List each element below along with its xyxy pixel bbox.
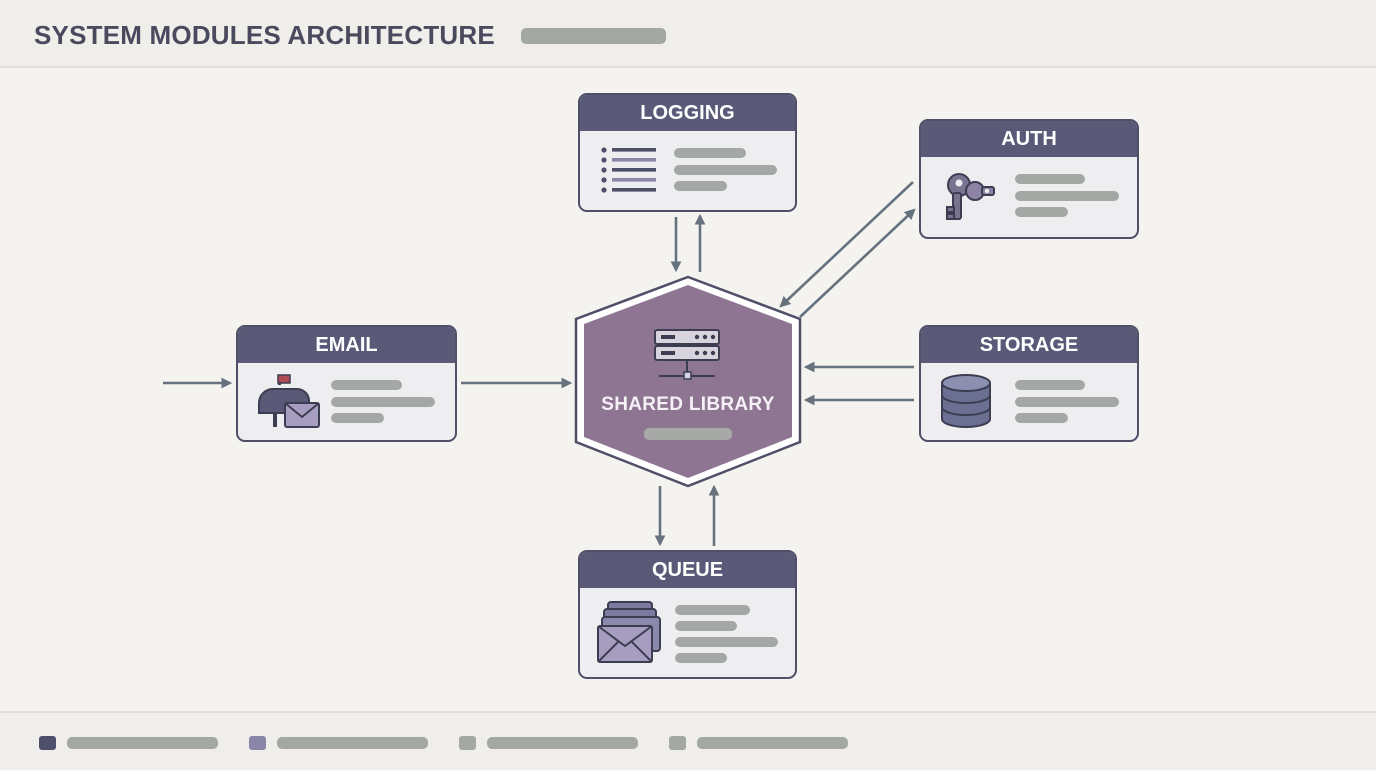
database-icon [939,373,993,436]
placeholder-line [675,621,737,631]
module-queue-title: QUEUE [580,552,795,588]
mailbox-icon [255,373,323,436]
placeholder-line [1015,191,1119,201]
module-storage[interactable]: STORAGE [919,325,1139,442]
legend-swatch [669,736,686,750]
module-auth[interactable]: AUTH [919,119,1139,239]
placeholder-line [331,413,384,423]
arrow-auth-to-hub [779,181,914,308]
placeholder-line [331,380,402,390]
module-email[interactable]: EMAIL [236,325,457,442]
legend-swatch [39,736,56,750]
placeholder-line [1015,207,1068,217]
hub-label: SHARED LIBRARY [601,394,775,415]
legend-swatch [459,736,476,750]
legend-label-placeholder [487,737,638,749]
legend-label-placeholder [277,737,428,749]
arrow-hub-to-auth [799,208,916,318]
legend-label-placeholder [67,737,218,749]
placeholder-line [1015,413,1068,423]
shared-library-hub[interactable]: SHARED LIBRARY [573,274,803,490]
title-placeholder-bar [521,28,666,44]
module-queue[interactable]: QUEUE [578,550,797,679]
placeholder-line [675,653,727,663]
placeholder-line [674,148,746,158]
module-logging[interactable]: LOGGING [578,93,797,212]
legend-swatch [249,736,266,750]
page-title: SYSTEM MODULES ARCHITECTURE [34,20,495,50]
module-logging-title: LOGGING [580,95,795,131]
placeholder-line [1015,380,1085,390]
module-storage-title: STORAGE [921,327,1137,363]
title-bar: SYSTEM MODULES ARCHITECTURE [0,0,1376,68]
placeholder-line [1015,397,1119,407]
placeholder-line [675,637,778,647]
message-stack-icon [596,600,666,673]
placeholder-line [1015,174,1085,184]
legend-label-placeholder [697,737,848,749]
placeholder-line [674,165,777,175]
module-auth-title: AUTH [921,121,1137,157]
placeholder-line [675,605,750,615]
log-list-icon [598,144,660,201]
module-email-title: EMAIL [238,327,455,363]
legend-bar [0,711,1376,770]
placeholder-line [674,181,727,191]
placeholder-line [331,397,435,407]
hub-placeholder-bar [644,428,732,440]
keys-icon [939,169,999,232]
